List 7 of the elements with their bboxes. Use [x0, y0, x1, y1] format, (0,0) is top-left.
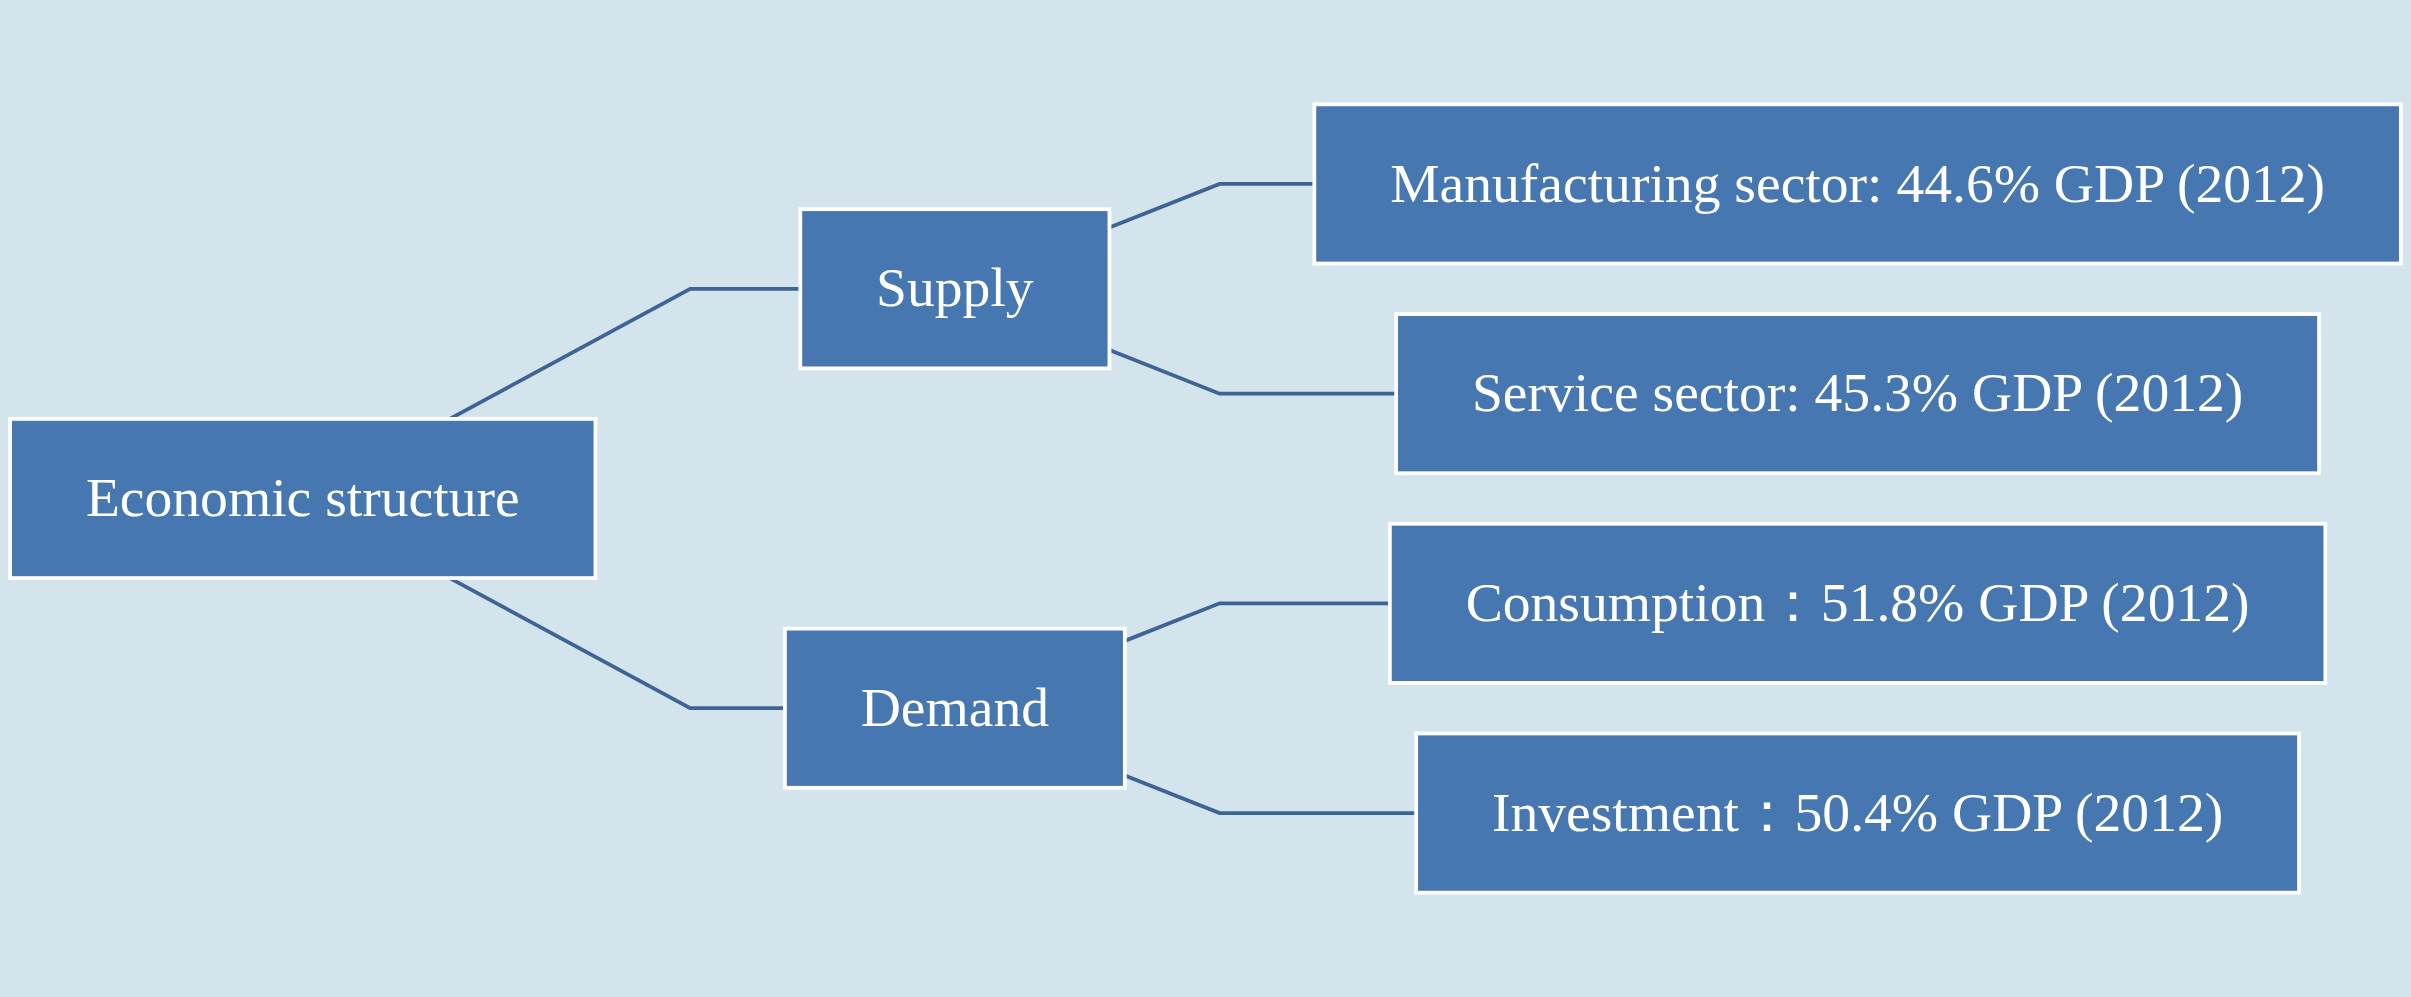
node-box: Investment：50.4% GDP (2012) — [1414, 731, 2301, 895]
node-box: Service sector: 45.3% GDP (2012) — [1394, 312, 2321, 476]
node-box: Supply — [798, 207, 1112, 371]
node-box: Manufacturing sector: 44.6% GDP (2012) — [1312, 102, 2403, 266]
node-box: Demand — [783, 626, 1127, 790]
node-box: Economic structure — [8, 417, 598, 580]
node-box: Consumption：51.8% GDP (2012) — [1387, 521, 2328, 685]
